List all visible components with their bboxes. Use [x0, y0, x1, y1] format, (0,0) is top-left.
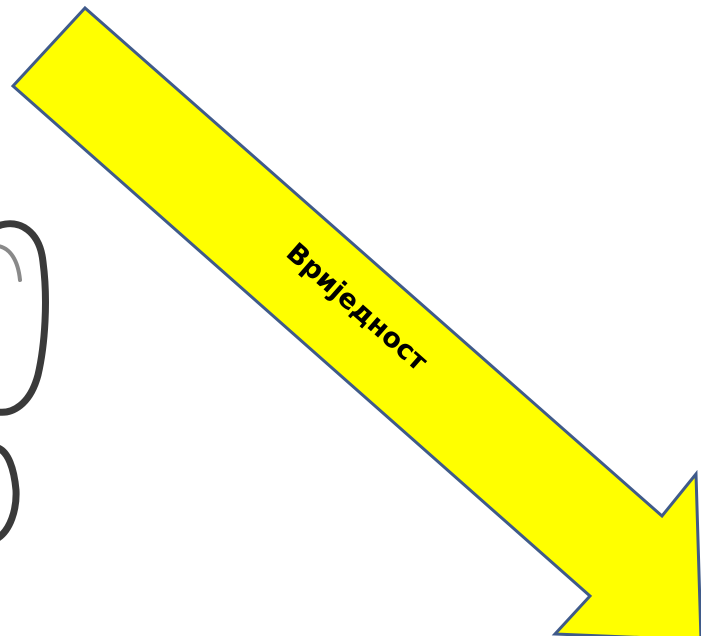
value-arrow: Вриједност	[13, 8, 701, 636]
sketch-lower-loop	[0, 448, 16, 538]
hand-drawn-sketch	[0, 224, 45, 538]
sketch-inner-stroke	[0, 246, 20, 280]
